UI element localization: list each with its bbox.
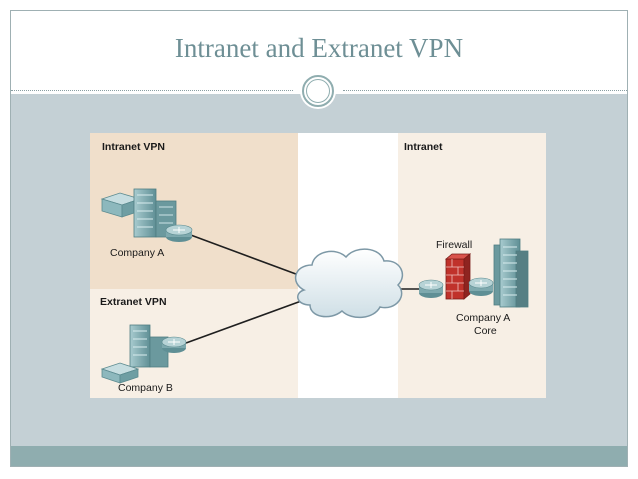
firewall-label: Firewall bbox=[436, 239, 473, 251]
link-company-b bbox=[185, 299, 305, 344]
building-icon bbox=[493, 238, 529, 308]
core-label-line2: Core bbox=[474, 325, 497, 337]
vpn-diagram: Intranet VPN Extranet VPN Intranet Compa… bbox=[90, 133, 546, 398]
extranet-vpn-label: Extranet VPN bbox=[100, 296, 167, 308]
router-icon bbox=[161, 336, 187, 353]
router-icon bbox=[165, 224, 193, 242]
title-rule-right bbox=[343, 90, 627, 91]
company-b-label: Company B bbox=[118, 382, 173, 394]
circle-ornament-icon bbox=[300, 73, 336, 109]
footer-bar bbox=[11, 446, 627, 466]
router-icon bbox=[418, 279, 444, 298]
intranet-vpn-label: Intranet VPN bbox=[102, 141, 166, 153]
cloud-icon bbox=[294, 248, 404, 319]
link-company-a bbox=[187, 233, 305, 278]
firewall-icon bbox=[444, 253, 472, 300]
company-a-label: Company A bbox=[110, 247, 165, 259]
title-rule-left bbox=[11, 90, 293, 91]
intranet-label: Intranet bbox=[404, 141, 443, 153]
slide-title: Intranet and Extranet VPN bbox=[174, 33, 464, 63]
core-label-line1: Company A bbox=[456, 312, 511, 324]
server-icon bbox=[100, 362, 140, 384]
router-icon bbox=[468, 277, 494, 296]
